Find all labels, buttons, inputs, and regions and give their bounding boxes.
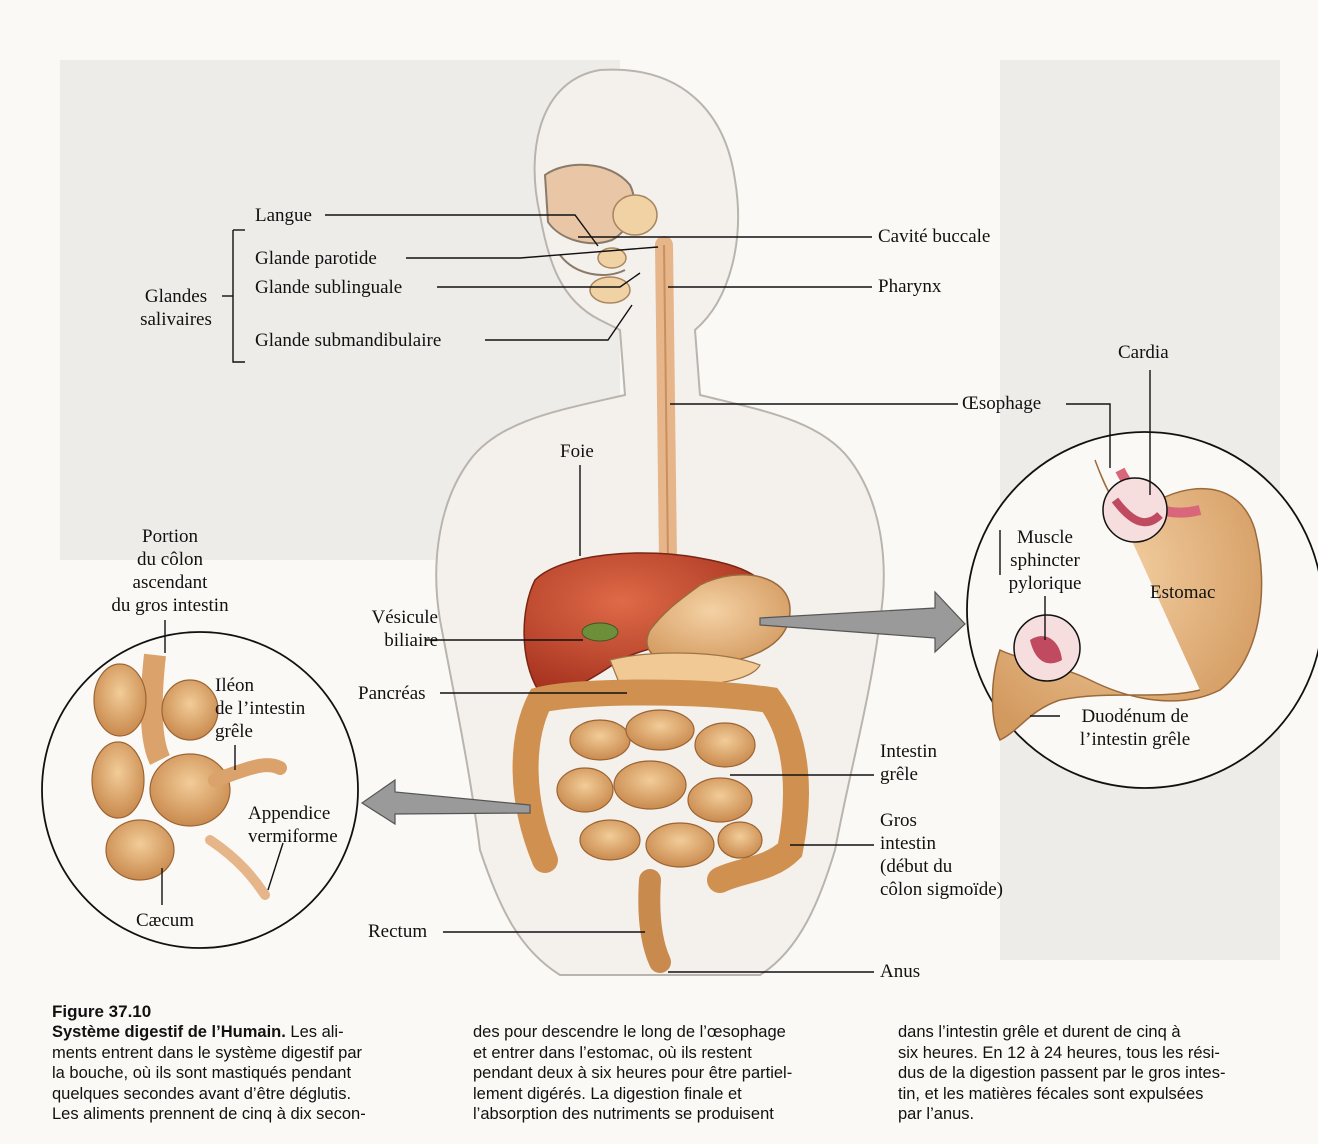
label-oesophage: Œsophage xyxy=(962,392,1041,415)
label-line: Glandes xyxy=(126,285,226,308)
label-caecum: Cæcum xyxy=(136,909,194,932)
caption-line: et entrer dans l’estomac, où ils restent xyxy=(473,1043,792,1064)
label-line: grêle xyxy=(215,720,305,743)
label-muscle-sphincter: Muscle sphincter pylorique xyxy=(995,526,1095,595)
label-line: côlon sigmoïde) xyxy=(880,878,1003,901)
caption-line: dus de la digestion passent par le gros … xyxy=(898,1063,1225,1084)
label-duodenum: Duodénum de l’intestin grêle xyxy=(1060,705,1210,751)
caption-line: par l’anus. xyxy=(898,1104,1225,1125)
label-line: (début du xyxy=(880,855,1003,878)
label-line: sphincter xyxy=(995,549,1095,572)
label-line: salivaires xyxy=(126,308,226,331)
rectum xyxy=(649,880,660,962)
label-line: intestin xyxy=(880,832,1003,855)
caption-column-2: des pour descendre le long de l’œsophage… xyxy=(473,1022,792,1125)
small-intestine xyxy=(557,710,762,867)
label-cardia: Cardia xyxy=(1118,341,1169,364)
label-glande-sublinguale: Glande sublinguale xyxy=(255,276,402,299)
caption-line: six heures. En 12 à 24 heures, tous les … xyxy=(898,1043,1225,1064)
label-anus: Anus xyxy=(880,960,920,983)
label-line: grêle xyxy=(880,763,937,786)
label-foie: Foie xyxy=(560,440,594,463)
caption-line: la bouche, où ils sont mastiqués pendant xyxy=(52,1063,366,1084)
label-glande-submandibulaire: Glande submandibulaire xyxy=(255,329,441,352)
label-vesicule-biliaire: Vésicule biliaire xyxy=(340,606,438,652)
caption-title: Système digestif de l’Humain. xyxy=(52,1023,286,1041)
label-rectum: Rectum xyxy=(368,920,427,943)
label-line: de l’intestin xyxy=(215,697,305,720)
label-line: du gros intestin xyxy=(95,594,245,617)
label-line: Duodénum de xyxy=(1060,705,1210,728)
label-ileon: Iléon de l’intestin grêle xyxy=(215,674,305,743)
caption-line: ments entrent dans le système digestif p… xyxy=(52,1043,366,1064)
label-line: du côlon xyxy=(95,548,245,571)
label-pharynx: Pharynx xyxy=(878,275,941,298)
caption-column-3: dans l’intestin grêle et durent de cinq … xyxy=(898,1022,1225,1125)
label-glande-parotide: Glande parotide xyxy=(255,247,377,270)
label-line: Gros xyxy=(880,809,1003,832)
label-line: Intestin xyxy=(880,740,937,763)
caption-line: dans l’intestin grêle et durent de cinq … xyxy=(898,1022,1225,1043)
caption-line: l’absorption des nutriments se produisen… xyxy=(473,1104,792,1125)
caption-line: pendant deux à six heures pour être part… xyxy=(473,1063,792,1084)
label-line: Muscle xyxy=(995,526,1095,549)
caption-line: tin, et les matières fécales sont expuls… xyxy=(898,1084,1225,1105)
label-gros-intestin: Gros intestin (début du côlon sigmoïde) xyxy=(880,809,1003,901)
label-line: vermiforme xyxy=(248,825,338,848)
caption-line: Les aliments prennent de cinq à dix seco… xyxy=(52,1104,366,1125)
label-line: Portion xyxy=(95,525,245,548)
caption-line: Système digestif de l’Humain. Les ali- xyxy=(52,1022,366,1043)
label-line: ascendant xyxy=(95,571,245,594)
label-line: l’intestin grêle xyxy=(1060,728,1210,751)
label-estomac: Estomac xyxy=(1150,581,1215,604)
figure-caption: Figure 37.10 Système digestif de l’Humai… xyxy=(52,1002,1292,1132)
caption-column-1: Système digestif de l’Humain. Les ali- m… xyxy=(52,1022,366,1125)
gallbladder xyxy=(582,623,618,641)
caption-line: quelques secondes avant d’être déglutis. xyxy=(52,1084,366,1105)
label-line: biliaire xyxy=(340,629,438,652)
colon-detail-circle xyxy=(42,632,358,948)
label-cavite-buccale: Cavité buccale xyxy=(878,225,990,248)
label-glandes-salivaires: Glandes salivaires xyxy=(126,285,226,331)
caption-text: Les ali- xyxy=(290,1023,343,1041)
label-line: Iléon xyxy=(215,674,305,697)
label-line: Vésicule xyxy=(340,606,438,629)
label-line: pylorique xyxy=(995,572,1095,595)
label-appendice: Appendice vermiforme xyxy=(248,802,338,848)
digestive-illustration xyxy=(0,0,1318,1000)
label-line: Appendice xyxy=(248,802,338,825)
figure-number: Figure 37.10 xyxy=(52,1002,151,1023)
label-pancreas: Pancréas xyxy=(358,682,426,705)
label-portion-colon: Portion du côlon ascendant du gros intes… xyxy=(95,525,245,617)
label-langue: Langue xyxy=(255,204,312,227)
caption-line: des pour descendre le long de l’œsophage xyxy=(473,1022,792,1043)
caption-line: lement digérés. La digestion finale et xyxy=(473,1084,792,1105)
label-intestin-grele: Intestin grêle xyxy=(880,740,937,786)
